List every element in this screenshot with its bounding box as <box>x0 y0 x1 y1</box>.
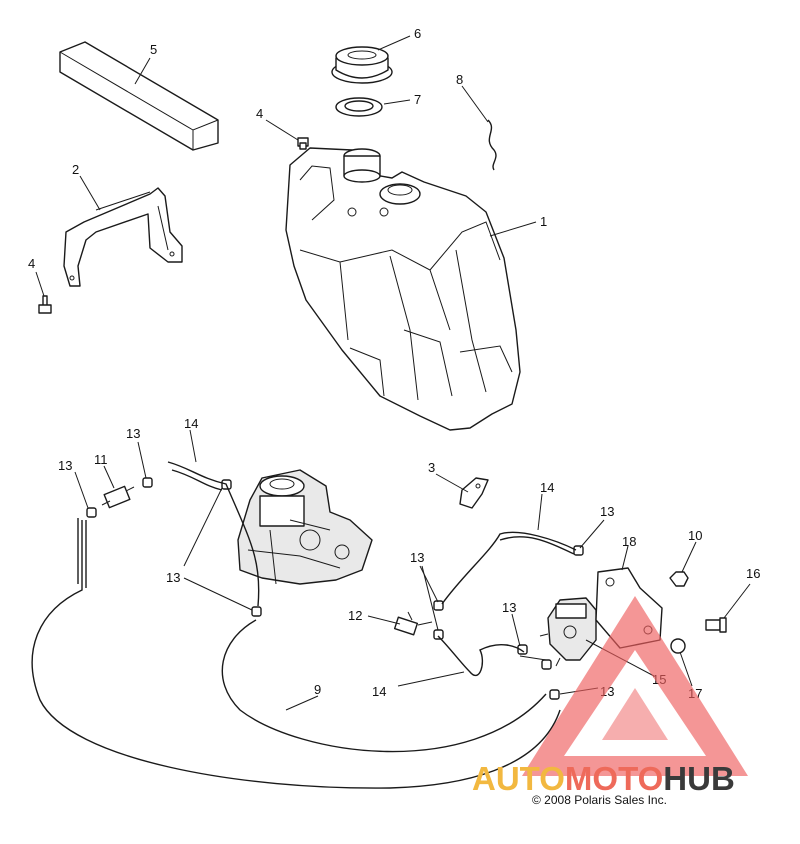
part-screw-lower <box>38 295 52 314</box>
part-cap-seal <box>335 97 383 117</box>
callout-13-e: 13 <box>600 504 614 519</box>
watermark-triangle-icon <box>522 596 748 776</box>
callout-1: 1 <box>540 214 547 229</box>
callout-3: 3 <box>428 460 435 475</box>
watermark-logo: AUTOMOTOHUB <box>472 596 748 797</box>
part-vent-hose <box>487 119 497 171</box>
svg-text:AUTOMOTOHUB: AUTOMOTOHUB <box>472 760 735 797</box>
copyright-notice: © 2008 Polaris Sales Inc. <box>532 793 667 807</box>
part-fuel-pump <box>539 597 597 667</box>
callout-4-lower: 4 <box>28 256 35 271</box>
callout-14-a: 14 <box>184 416 198 431</box>
leader-lines <box>35 35 751 711</box>
callout-5: 5 <box>150 42 157 57</box>
part-carburetor-assembly <box>237 469 373 585</box>
part-fuel-hoses <box>31 461 577 789</box>
callout-8: 8 <box>456 72 463 87</box>
part-t-fitting <box>393 611 433 636</box>
callout-16: 16 <box>746 566 760 581</box>
part-inline-fuel-filter <box>101 485 135 509</box>
part-bolt <box>705 617 727 633</box>
part-hose-clamps <box>86 477 584 700</box>
callout-11: 11 <box>94 452 108 467</box>
callout-13-f: 13 <box>502 600 516 615</box>
part-fuel-tank <box>285 147 521 431</box>
part-fuel-cap <box>331 46 393 84</box>
callout-9: 9 <box>314 682 321 697</box>
part-bracket <box>63 187 183 287</box>
part-foam-block <box>59 41 219 151</box>
callout-18: 18 <box>622 534 636 549</box>
watermark-text-auto: AUTO <box>472 760 565 797</box>
callout-6: 6 <box>414 26 421 41</box>
callout-4-upper: 4 <box>256 106 263 121</box>
callout-13-b: 13 <box>126 426 140 441</box>
part-grommet <box>670 638 686 654</box>
callout-13-d: 13 <box>410 550 424 565</box>
callout-2: 2 <box>72 162 79 177</box>
callout-labels: 1 2 3 4 4 5 6 7 8 9 10 11 12 13 13 13 13… <box>28 26 760 701</box>
callout-13-c: 13 <box>166 570 180 585</box>
callout-14-c: 14 <box>372 684 386 699</box>
part-screw-upper <box>297 137 309 150</box>
callout-10: 10 <box>688 528 702 543</box>
part-hose-clip-bracket <box>459 477 489 509</box>
callout-13-a: 13 <box>58 458 72 473</box>
watermark-text-hub: HUB <box>663 760 735 797</box>
callout-12: 12 <box>348 608 362 623</box>
callout-14-b: 14 <box>540 480 554 495</box>
watermark-text-moto: MOTO <box>565 760 663 797</box>
callout-7: 7 <box>414 92 421 107</box>
part-nut <box>669 571 689 587</box>
